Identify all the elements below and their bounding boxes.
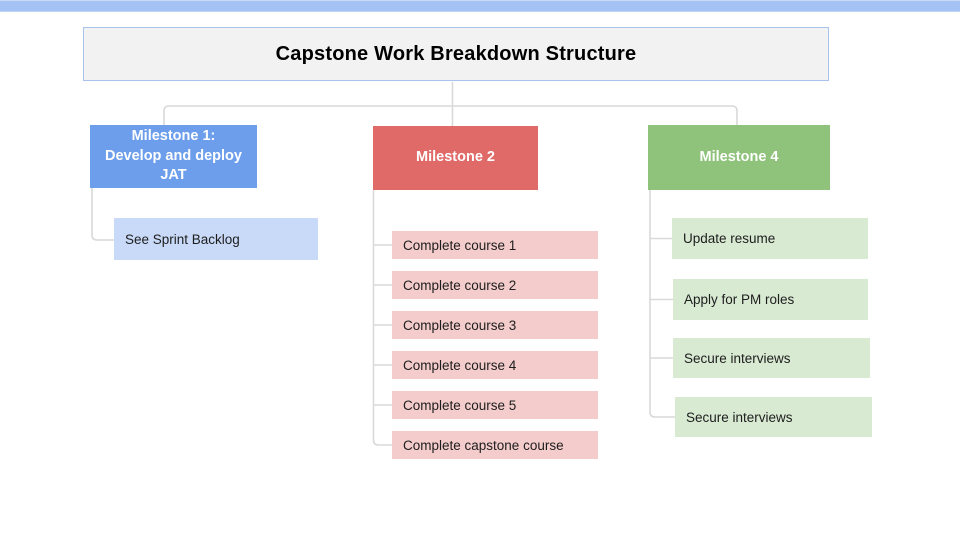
task-box: Complete course 2: [392, 271, 598, 299]
task-box: Apply for PM roles: [673, 279, 868, 320]
milestone-4-header: Milestone 4: [648, 125, 830, 190]
diagram-title-box: Capstone Work Breakdown Structure: [83, 27, 829, 81]
diagram-title: Capstone Work Breakdown Structure: [275, 42, 637, 65]
milestone-2-header: Milestone 2: [373, 126, 538, 190]
task-box: See Sprint Backlog: [114, 218, 318, 260]
task-box: Update resume: [672, 218, 868, 259]
task-box: Complete course 5: [392, 391, 598, 419]
task-box: Secure interviews: [673, 338, 870, 378]
task-box: Complete course 4: [392, 351, 598, 379]
slide-accent-bar: [0, 0, 960, 12]
task-box: Secure interviews: [675, 397, 872, 437]
task-box: Complete capstone course: [392, 431, 598, 459]
milestone-1-header: Milestone 1: Develop and deploy JAT: [90, 125, 257, 188]
task-box: Complete course 3: [392, 311, 598, 339]
task-box: Complete course 1: [392, 231, 598, 259]
